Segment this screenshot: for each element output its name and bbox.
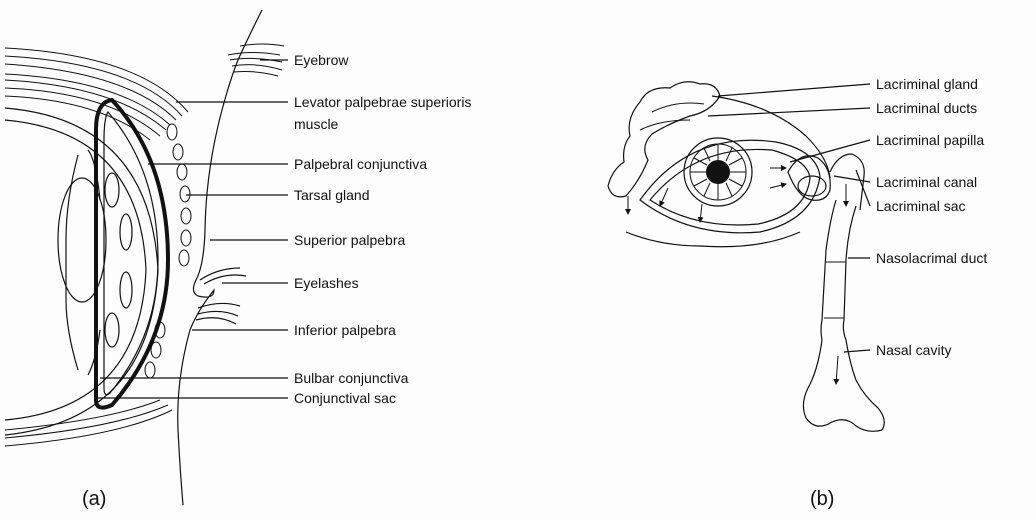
label-eyelashes: Eyelashes <box>294 275 359 291</box>
panel-b-drawing <box>608 82 884 432</box>
label-levator-line2: muscle <box>294 116 339 132</box>
panel-a-leaders <box>96 60 288 398</box>
label-eyebrow: Eyebrow <box>294 52 349 68</box>
label-lacriminal-papilla: Lacriminal papilla <box>876 132 984 148</box>
globe-outline <box>5 108 158 435</box>
label-lacriminal-ducts: Lacriminal ducts <box>876 100 977 116</box>
skin-contour <box>178 10 262 505</box>
lens <box>58 178 106 302</box>
label-levator-line1: Levator palpebrae superioris <box>294 94 471 110</box>
label-palpebral-conjunctiva: Palpebral conjunctiva <box>294 156 427 172</box>
nasal-cavity-outline <box>803 340 884 431</box>
panel-b-tag: (b) <box>810 488 834 510</box>
label-lacriminal-gland: Lacriminal gland <box>876 76 978 92</box>
nasolacrimal-duct <box>821 200 836 340</box>
lacrimal-canal <box>788 156 830 200</box>
label-tarsal-gland: Tarsal gland <box>294 187 370 203</box>
label-conjunctival-sac: Conjunctival sac <box>294 390 396 406</box>
label-nasolacrimal-duct: Nasolacrimal duct <box>876 250 987 266</box>
pupil <box>706 160 730 184</box>
label-inferior-palpebra: Inferior palpebra <box>294 322 396 338</box>
eyelashes-drawing <box>196 268 246 324</box>
panel-a-drawing <box>5 10 284 505</box>
label-lacriminal-sac: Lacriminal sac <box>876 198 965 214</box>
label-superior-palpebra: Superior palpebra <box>294 232 406 248</box>
label-bulbar-conjunctiva: Bulbar conjunctiva <box>294 370 409 386</box>
label-lacriminal-canal: Lacriminal canal <box>876 174 977 190</box>
eye-outline <box>640 140 820 233</box>
lacrimal-gland <box>608 82 720 197</box>
label-nasal-cavity: Nasal cavity <box>876 342 951 358</box>
panel-b-leaders <box>708 84 870 352</box>
panel-a-tag: (a) <box>82 488 106 510</box>
